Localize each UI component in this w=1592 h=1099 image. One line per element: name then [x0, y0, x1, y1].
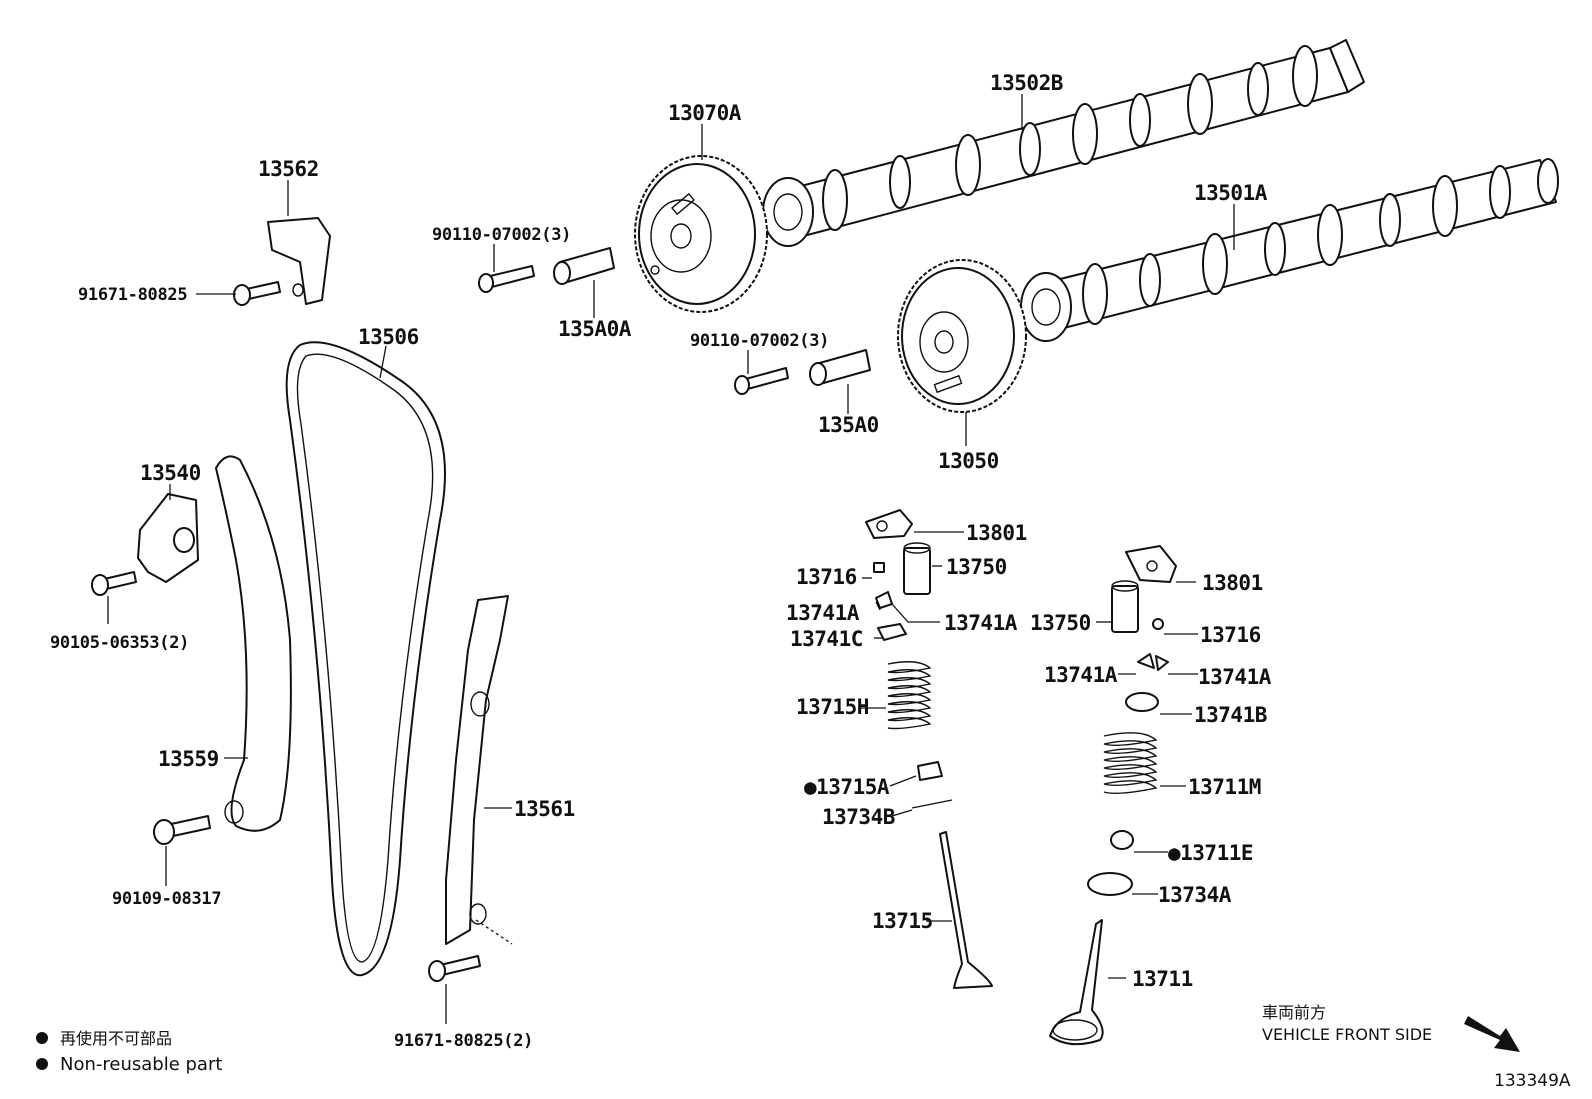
label-13715h: 13715H [796, 695, 869, 719]
label-135a0: 135A0 [818, 413, 879, 437]
label-135a0a: 135A0A [558, 317, 632, 341]
label-13506: 13506 [358, 325, 419, 349]
label-13540: 13540 [140, 461, 201, 485]
leader-lines [107, 94, 1235, 1024]
label-13801-left: 13801 [966, 521, 1027, 545]
valve-13715[interactable] [939, 831, 993, 989]
label-13741b: 13741B [1194, 703, 1267, 727]
label-13715a: ●13715A [804, 775, 890, 799]
label-13741a-left-1: 13741A [786, 601, 860, 625]
bolt-91671-80825-2[interactable] [428, 955, 481, 982]
retainer-13741b[interactable] [1125, 692, 1159, 712]
keepers-13741a-right[interactable] [1137, 653, 1169, 671]
label-13711m: 13711M [1188, 775, 1261, 799]
retainer-13741c[interactable] [877, 623, 907, 641]
bracket-13562[interactable] [267, 217, 331, 305]
label-13050: 13050 [938, 449, 999, 473]
label-13711: 13711 [1132, 967, 1193, 991]
cap-13716-right[interactable] [1152, 618, 1164, 630]
bolt-90105-06353[interactable] [91, 571, 137, 596]
lash-adjuster-13750-left[interactable] [903, 542, 931, 595]
label-13741a-right-1: 13741A [1044, 663, 1118, 687]
label-13734a: 13734A [1158, 883, 1232, 907]
label-13502b: 13502B [990, 71, 1063, 95]
direction-en: VEHICLE FRONT SIDE [1262, 1025, 1432, 1044]
label-13716-left: 13716 [796, 565, 857, 589]
label-13741a-right-2: 13741A [1198, 665, 1272, 689]
seal-13711e[interactable] [1110, 830, 1134, 850]
label-13715: 13715 [872, 909, 933, 933]
spring-13715h[interactable] [887, 661, 932, 730]
label-91671-80825: 91671-80825 [78, 285, 187, 305]
label-90110-07002-b: 90110-07002(3) [690, 331, 829, 351]
label-91671-80825-2: 91671-80825(2) [394, 1031, 533, 1051]
label-90109-08317: 90109-08317 [112, 889, 221, 909]
shim-13734b[interactable] [911, 799, 953, 809]
bolt-90109-08317[interactable] [153, 815, 211, 845]
valve-135a0a[interactable] [553, 247, 615, 285]
label-13559: 13559 [158, 747, 219, 771]
chain-slipper-13559[interactable] [215, 455, 292, 832]
label-90105-06353: 90105-06353(2) [50, 633, 189, 653]
bolt-90110-b[interactable] [734, 367, 789, 395]
legend-bullet-icon [36, 1032, 48, 1044]
label-13741a-left-2: 13741A [944, 611, 1018, 635]
camshaft-13501a[interactable] [1020, 158, 1559, 342]
seal-13715a[interactable] [917, 761, 943, 781]
valve-13711[interactable] [1049, 919, 1104, 1046]
valve-135a0[interactable] [809, 349, 871, 386]
label-13562: 13562 [258, 157, 319, 181]
chain-damper-13561[interactable] [445, 595, 513, 945]
label-13711e: ●13711E [1168, 841, 1253, 865]
timing-chain-13506[interactable] [285, 341, 446, 977]
bolt-91671-80825[interactable] [233, 281, 281, 306]
spring-13711m[interactable] [1103, 732, 1158, 795]
label-13750-right: 13750 [1030, 611, 1091, 635]
legend-bullet-icon [36, 1058, 48, 1070]
label-90110-07002-a: 90110-07002(3) [432, 225, 571, 245]
label-13750-left: 13750 [946, 555, 1007, 579]
rocker-arm-13801-right[interactable] [1125, 545, 1177, 583]
part-labels: 13562 91671-80825 13070A 13502B 13501A 9… [50, 71, 1272, 1051]
lash-adjuster-13750-right[interactable] [1111, 580, 1139, 633]
label-13070a: 13070A [668, 101, 742, 125]
cap-13716-left[interactable] [873, 562, 885, 573]
label-13734b: 13734B [822, 805, 895, 829]
label-13741c: 13741C [790, 627, 863, 651]
legend-text-jp: 再使用不可部品 [60, 1029, 172, 1048]
label-13801-right: 13801 [1202, 571, 1263, 595]
cam-timing-gear-13070a[interactable] [634, 155, 768, 313]
vehicle-front-arrow-icon [1464, 1016, 1520, 1052]
cam-timing-gear-13050[interactable] [897, 259, 1027, 413]
camshaft-13502b[interactable] [762, 39, 1365, 247]
washer-13734a[interactable] [1087, 872, 1133, 896]
legend-text-en: Non-reusable part [60, 1054, 222, 1075]
label-13561: 13561 [514, 797, 575, 821]
label-13716-right: 13716 [1200, 623, 1261, 647]
label-13501a: 13501A [1194, 181, 1268, 205]
chain-tensioner-13540[interactable] [137, 493, 199, 583]
direction-jp: 車両前方 [1262, 1003, 1326, 1022]
rocker-arm-13801-left[interactable] [865, 509, 913, 539]
diagram-code: 133349A [1494, 1071, 1571, 1091]
legend: 再使用不可部品 Non-reusable part [36, 1029, 222, 1075]
bolt-90110-a[interactable] [478, 265, 535, 293]
